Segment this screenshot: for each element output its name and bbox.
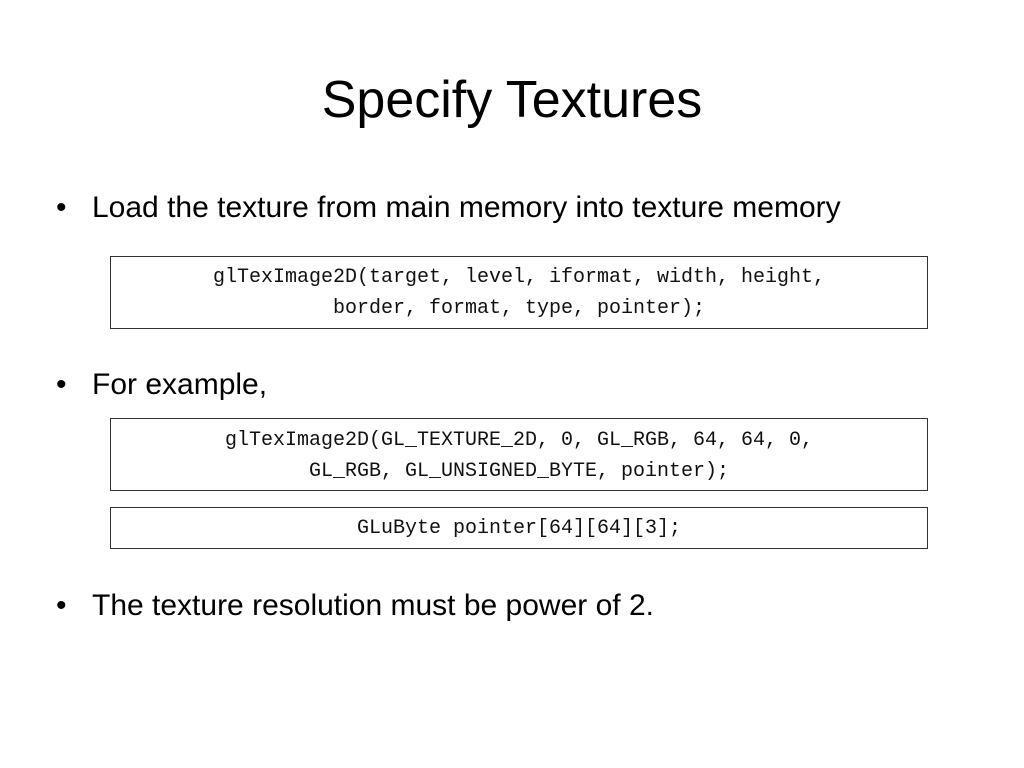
bullet-dot-icon: •	[56, 368, 67, 401]
bullet-text: The texture resolution must be power of …	[92, 589, 654, 622]
code-line: glTexImage2D(target, level, iformat, wid…	[212, 266, 826, 289]
code-line: glTexImage2D(GL_TEXTURE_2D, 0, GL_RGB, 6…	[224, 429, 814, 452]
code-line: border, format, type, pointer);	[332, 297, 706, 320]
bullet-text: For example,	[92, 368, 268, 401]
code-box-example-call: glTexImage2D(GL_TEXTURE_2D, 0, GL_RGB, 6…	[110, 418, 928, 491]
code-line: GLuByte pointer[64][64][3];	[356, 517, 682, 540]
code-line: GL_RGB, GL_UNSIGNED_BYTE, pointer);	[308, 460, 730, 483]
bullet-text: Load the texture from main memory into t…	[92, 191, 841, 224]
code-box-signature: glTexImage2D(target, level, iformat, wid…	[110, 256, 928, 329]
bullet-dot-icon: •	[56, 589, 67, 622]
bullet-dot-icon: •	[56, 191, 67, 224]
slide-title: Specify Textures	[321, 70, 703, 129]
code-box-pointer-declaration: GLuByte pointer[64][64][3];	[110, 507, 928, 549]
